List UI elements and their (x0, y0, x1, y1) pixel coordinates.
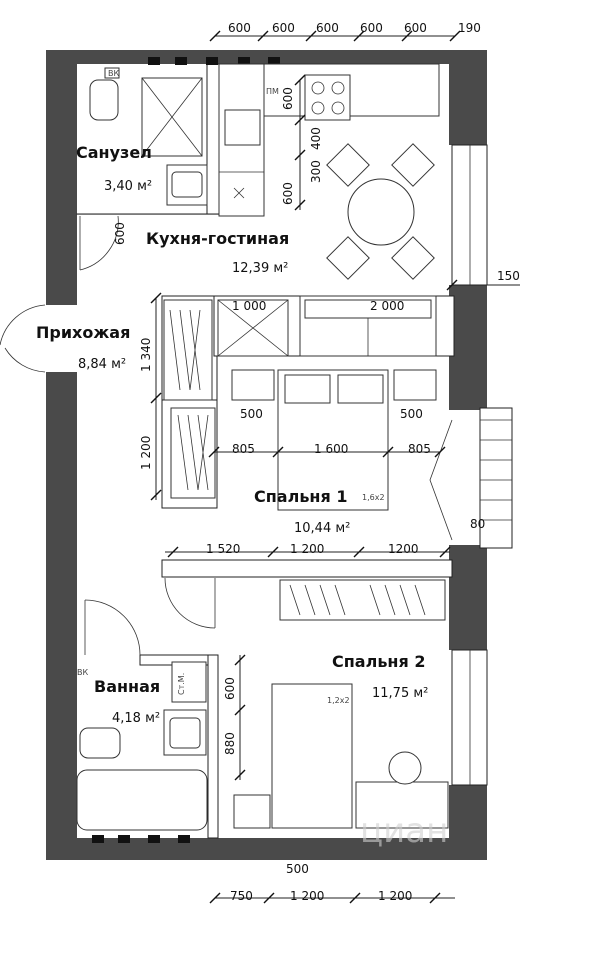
watermark-text: циан (360, 811, 448, 851)
room-name-bathroom: Ванная (94, 677, 160, 696)
doors (0, 215, 453, 656)
dim-bath-600: 600 (223, 677, 237, 700)
room-area-kitchen: 12,39 м² (232, 261, 288, 276)
bed-1 (231, 369, 437, 511)
dim-kitchen-400: 400 (309, 127, 323, 150)
vk-label-top: ВК (108, 69, 119, 78)
dim-top-6: 190 (458, 21, 481, 35)
pm-label: ПМ (266, 87, 279, 96)
bed-1-size: 1,6х2 (362, 493, 385, 502)
dim-150: 150 (497, 269, 520, 283)
wardrobes (163, 299, 446, 621)
bed-2 (233, 683, 449, 829)
dim-top-3: 600 (316, 21, 339, 35)
bathroom-fixtures (76, 661, 208, 831)
dim-1000: 1 000 (232, 299, 266, 313)
dimension-lines (150, 30, 520, 904)
dim-80: 80 (470, 517, 485, 531)
dim-1340: 1 340 (139, 338, 153, 372)
dim-500a: 500 (240, 407, 263, 421)
sanuzel-fixtures (89, 67, 208, 206)
dim-bath-880: 880 (223, 732, 237, 755)
sofa (299, 295, 437, 357)
dim-kitchen-600b: 600 (281, 182, 295, 205)
dim-1600: 1 600 (314, 442, 348, 456)
dim-1200a: 1 200 (290, 542, 324, 556)
dim-top-5: 600 (404, 21, 427, 35)
dim-bottom-500: 500 (286, 862, 309, 876)
dim-805a: 805 (232, 442, 255, 456)
dim-bottom-1200a: 1 200 (290, 889, 324, 903)
vk-label-bottom: ВК (77, 668, 88, 677)
dim-door-600: 600 (113, 222, 127, 245)
st-m-label: Ст.М. (177, 673, 186, 695)
dim-kitchen-600a: 600 (281, 87, 295, 110)
room-name-sanuzel: Санузел (76, 143, 152, 162)
kitchen-counter (218, 63, 440, 217)
room-area-bedroom2: 11,75 м² (372, 686, 428, 701)
dim-2000: 2 000 (370, 299, 404, 313)
dim-1200-vertical: 1 200 (139, 436, 153, 470)
room-area-sanuzel: 3,40 м² (104, 179, 152, 194)
dim-500b: 500 (400, 407, 423, 421)
room-name-bedroom2: Спальня 2 (332, 652, 425, 671)
dim-805b: 805 (408, 442, 431, 456)
room-name-kitchen: Кухня-гостиная (146, 229, 289, 248)
dim-top-1: 600 (228, 21, 251, 35)
room-area-hall: 8,84 м² (78, 357, 126, 372)
dim-bottom-750: 750 (230, 889, 253, 903)
dim-1200b: 1200 (388, 542, 419, 556)
windows (451, 144, 513, 786)
dim-kitchen-300: 300 (309, 160, 323, 183)
room-name-bedroom1: Спальня 1 (254, 487, 347, 506)
dining-table (326, 143, 435, 280)
exterior-walls (46, 50, 487, 860)
dim-top-4: 600 (360, 21, 383, 35)
dim-1520: 1 520 (206, 542, 240, 556)
dim-top-2: 600 (272, 21, 295, 35)
room-area-bathroom: 4,18 м² (112, 711, 160, 726)
room-area-bedroom1: 10,44 м² (294, 521, 350, 536)
dim-bottom-1200b: 1 200 (378, 889, 412, 903)
vent-marks (92, 57, 280, 843)
bed-2-size: 1,2х2 (327, 696, 350, 705)
room-name-hall: Прихожая (36, 323, 130, 342)
